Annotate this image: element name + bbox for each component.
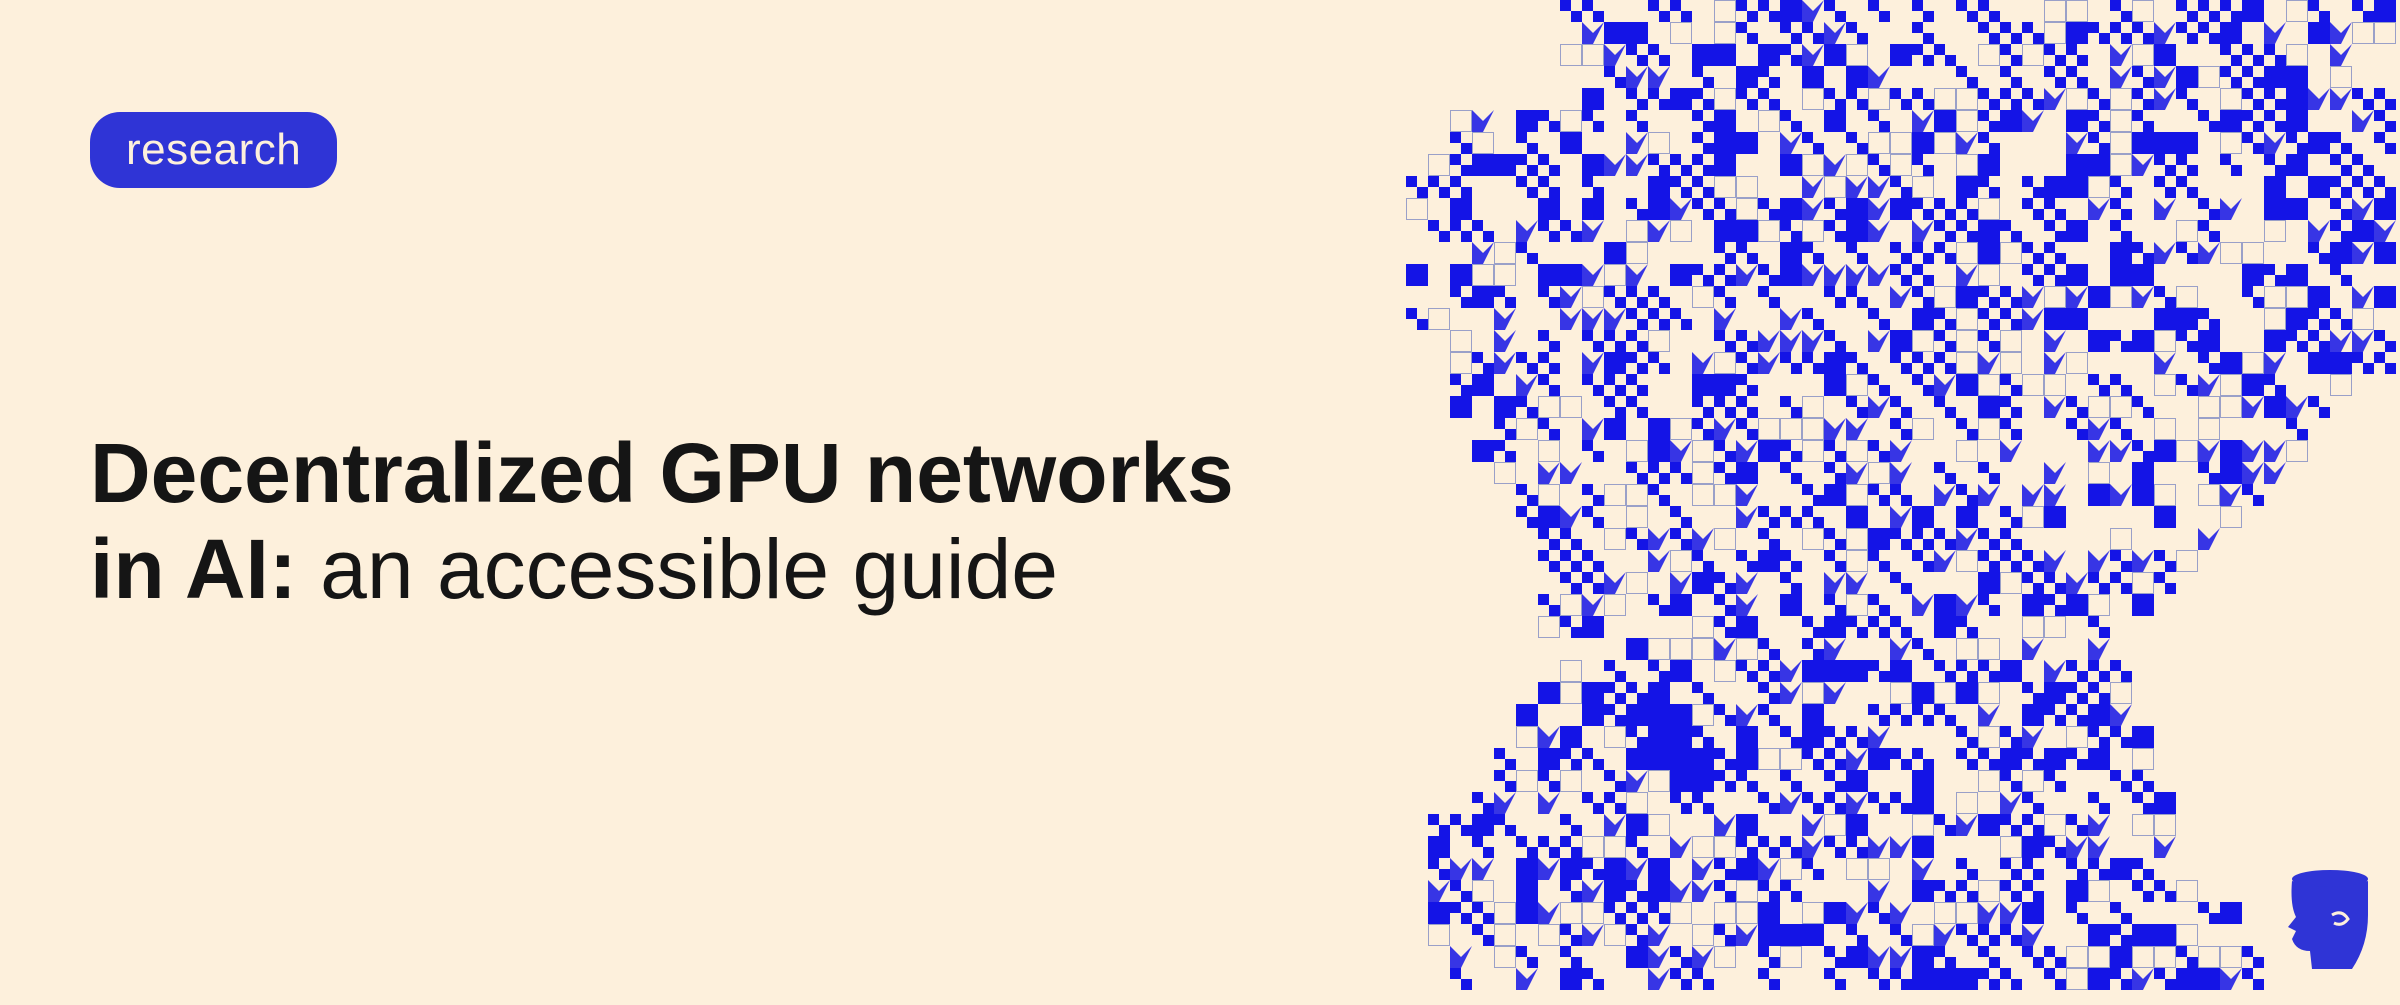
title-bold-line-2: in AI:: [90, 522, 297, 616]
head-profile-icon: [2282, 865, 2372, 975]
page-title: Decentralized GPU networks in AI: an acc…: [90, 425, 1350, 617]
title-regular-part: an accessible guide: [296, 522, 1059, 616]
category-badge[interactable]: research: [90, 112, 338, 188]
title-bold-line-1: Decentralized GPU networks: [90, 426, 1234, 520]
pixel-mosaic-illustration: [1340, 0, 2400, 1000]
pixel-mosaic-icon: [1406, 0, 2396, 990]
category-badge-label: research: [126, 125, 302, 174]
